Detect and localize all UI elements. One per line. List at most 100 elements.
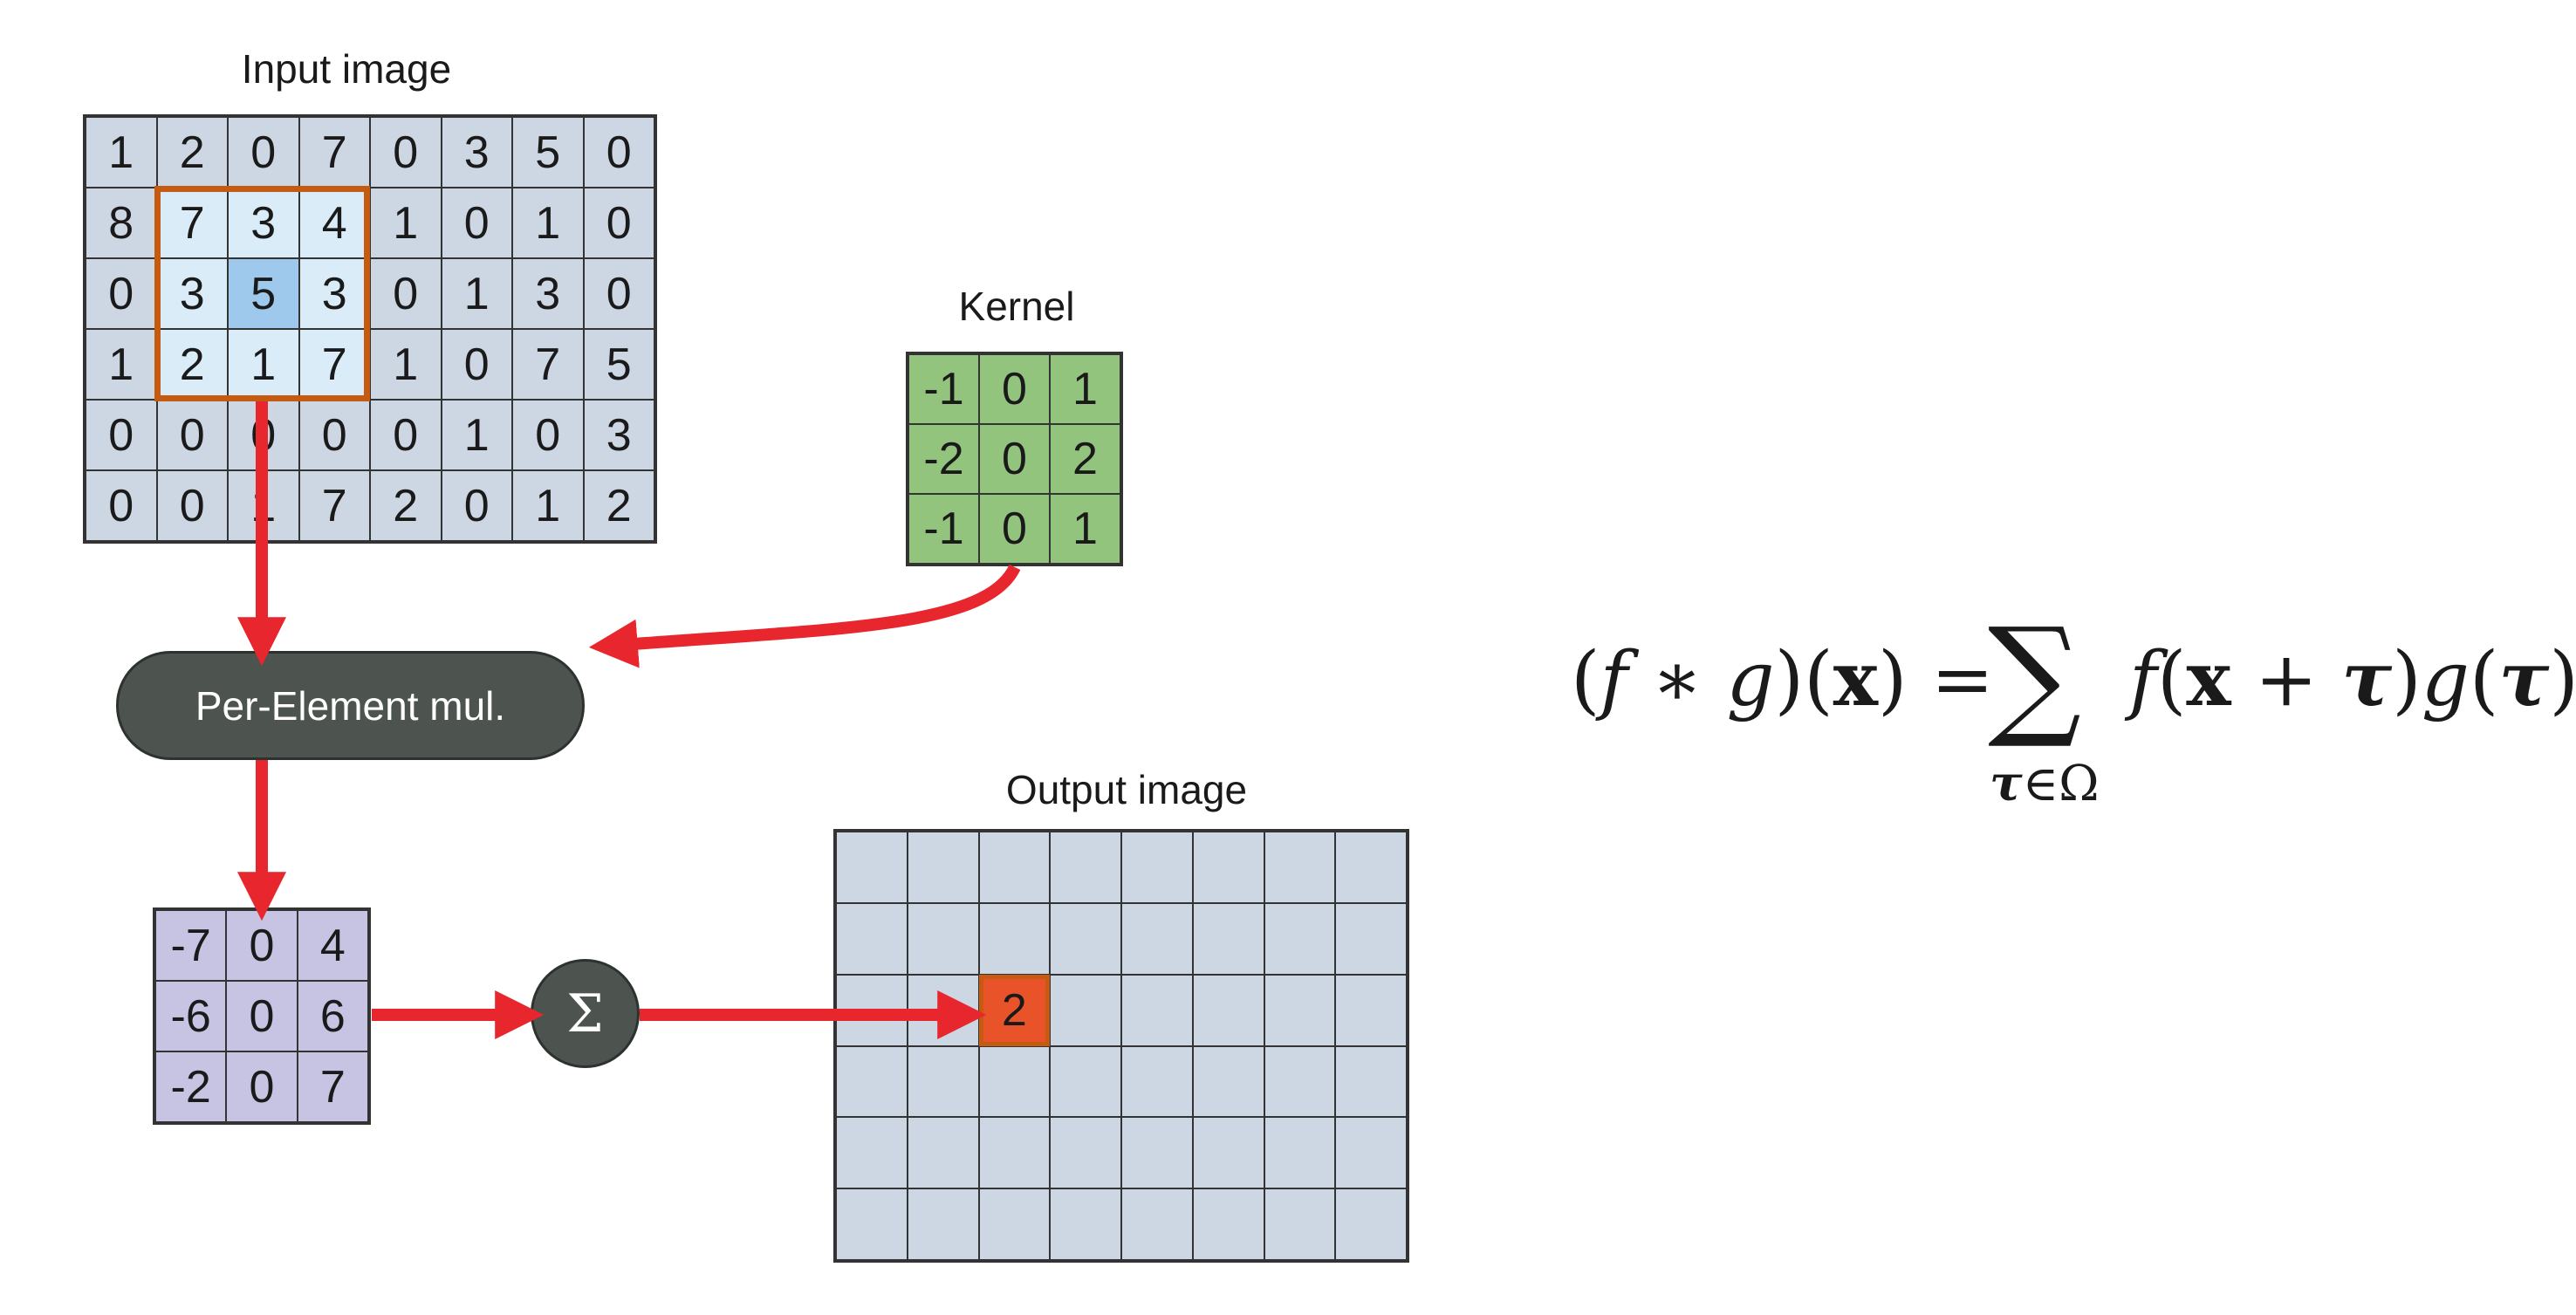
input-cell: 3: [228, 188, 299, 258]
formula-rhs-f: f: [2129, 636, 2157, 723]
input-cell: 3: [441, 117, 512, 188]
output-cell: [1264, 832, 1336, 903]
output-cell: [1264, 902, 1336, 975]
formula-f: f: [1600, 636, 1628, 723]
output-cell: [1264, 974, 1336, 1046]
formula-rhs-close2: ): [2549, 636, 2576, 723]
input-cell: 1: [441, 400, 512, 470]
input-cell: 7: [298, 329, 370, 400]
input-cell: 5: [512, 117, 584, 188]
input-cell: 4: [298, 188, 370, 258]
output-cell: [1050, 1117, 1121, 1189]
output-result-cell: 2: [978, 974, 1051, 1046]
output-cell: [1050, 902, 1121, 975]
output-cell: [836, 1188, 908, 1260]
input-cell: 2: [156, 117, 228, 188]
input-cell: 5: [228, 258, 299, 329]
input-cell: 7: [298, 470, 370, 541]
output-cell: [1121, 832, 1193, 903]
input-cell: 1: [370, 329, 442, 400]
formula-rhs-open2: (: [2469, 636, 2499, 723]
output-cell: [1335, 902, 1407, 975]
output-cell: [1335, 1117, 1407, 1189]
formula-sub-omega: Ω: [2059, 756, 2100, 812]
kernel-cell: 1: [1050, 494, 1120, 564]
output-cell: [978, 1045, 1051, 1118]
output-cell: [978, 832, 1051, 903]
input-cell: 0: [156, 400, 228, 470]
input-cell: 0: [583, 117, 654, 188]
formula-g: g: [1726, 636, 1775, 723]
formula-rhs-tau2: τ: [2498, 635, 2550, 723]
kernel-cell: -1: [908, 494, 979, 564]
kernel-cell: 2: [1050, 424, 1120, 494]
output-cell: [1335, 832, 1407, 903]
output-cell: [1121, 1188, 1193, 1260]
input-cell: 1: [86, 329, 157, 400]
input-cell: 0: [370, 117, 442, 188]
formula-lhs-close: ) =: [1878, 636, 1994, 723]
input-cell: 7: [512, 329, 584, 400]
output-cell: [836, 1117, 908, 1189]
output-cell: [1192, 1188, 1264, 1260]
input-cell: 0: [441, 470, 512, 541]
output-cell: [1264, 1045, 1336, 1118]
output-cell: [1192, 974, 1264, 1046]
input-cell: 1: [512, 188, 584, 258]
formula-rhs: f(x + τ)g(τ): [2129, 635, 2576, 723]
formula-rhs-open: (: [2156, 636, 2187, 723]
input-cell: 0: [441, 188, 512, 258]
output-cell: [907, 1117, 979, 1189]
output-cell: [1121, 1117, 1193, 1189]
input-cell: 8: [86, 188, 157, 258]
input-cell: 2: [156, 329, 228, 400]
output-cell: [978, 902, 1051, 975]
product-cell: 4: [297, 910, 368, 981]
output-cell: [1192, 1045, 1264, 1118]
output-cell: [1192, 832, 1264, 903]
formula-sub-in: ∈: [2022, 756, 2059, 812]
output-cell: [1264, 1188, 1336, 1260]
product-cell: 0: [226, 910, 298, 981]
output-cell: [1335, 1188, 1407, 1260]
input-cell: 1: [512, 470, 584, 541]
output-cell: [836, 902, 908, 975]
product-cell: -2: [155, 1051, 227, 1122]
formula-lhs-mid: )(: [1774, 636, 1833, 723]
product-cell: 0: [226, 1051, 298, 1122]
kernel-cell: 0: [979, 424, 1050, 494]
kernel-cell: -1: [908, 354, 979, 424]
arrow-kernel-to-mul: [588, 564, 1021, 668]
kernel-window-highlight: [154, 186, 370, 401]
input-cell: 0: [86, 470, 157, 541]
input-cell: 5: [583, 329, 654, 400]
formula-sum-symbol: ∑: [1988, 600, 2082, 752]
kernel-cell: 1: [1050, 354, 1120, 424]
output-cell: [836, 1045, 908, 1118]
formula-rhs-g: g: [2421, 636, 2470, 723]
input-cell: 0: [86, 400, 157, 470]
product-cell: 7: [297, 1051, 368, 1122]
output-cell: [836, 832, 908, 903]
output-cell: [907, 902, 979, 975]
output-cell: [1192, 1117, 1264, 1189]
input-cell: 0: [370, 400, 442, 470]
input-image-title: Input image: [241, 46, 452, 92]
product-cell: 0: [226, 981, 298, 1051]
input-cell: 3: [583, 400, 654, 470]
formula-rhs-x: x: [2186, 635, 2231, 723]
formula-sub-tau: τ: [1990, 755, 2023, 812]
input-cell: 0: [156, 470, 228, 541]
product-cell: -6: [155, 981, 227, 1051]
kernel-cell: 0: [979, 354, 1050, 424]
formula-lhs-open: (: [1571, 636, 1600, 723]
output-cell: [1335, 1045, 1407, 1118]
input-cell: 0: [441, 329, 512, 400]
output-cell: [1121, 974, 1193, 1046]
formula-rhs-tau: τ: [2341, 635, 2393, 723]
input-cell: 1: [228, 329, 299, 400]
formula-star: ∗: [1627, 636, 1727, 723]
